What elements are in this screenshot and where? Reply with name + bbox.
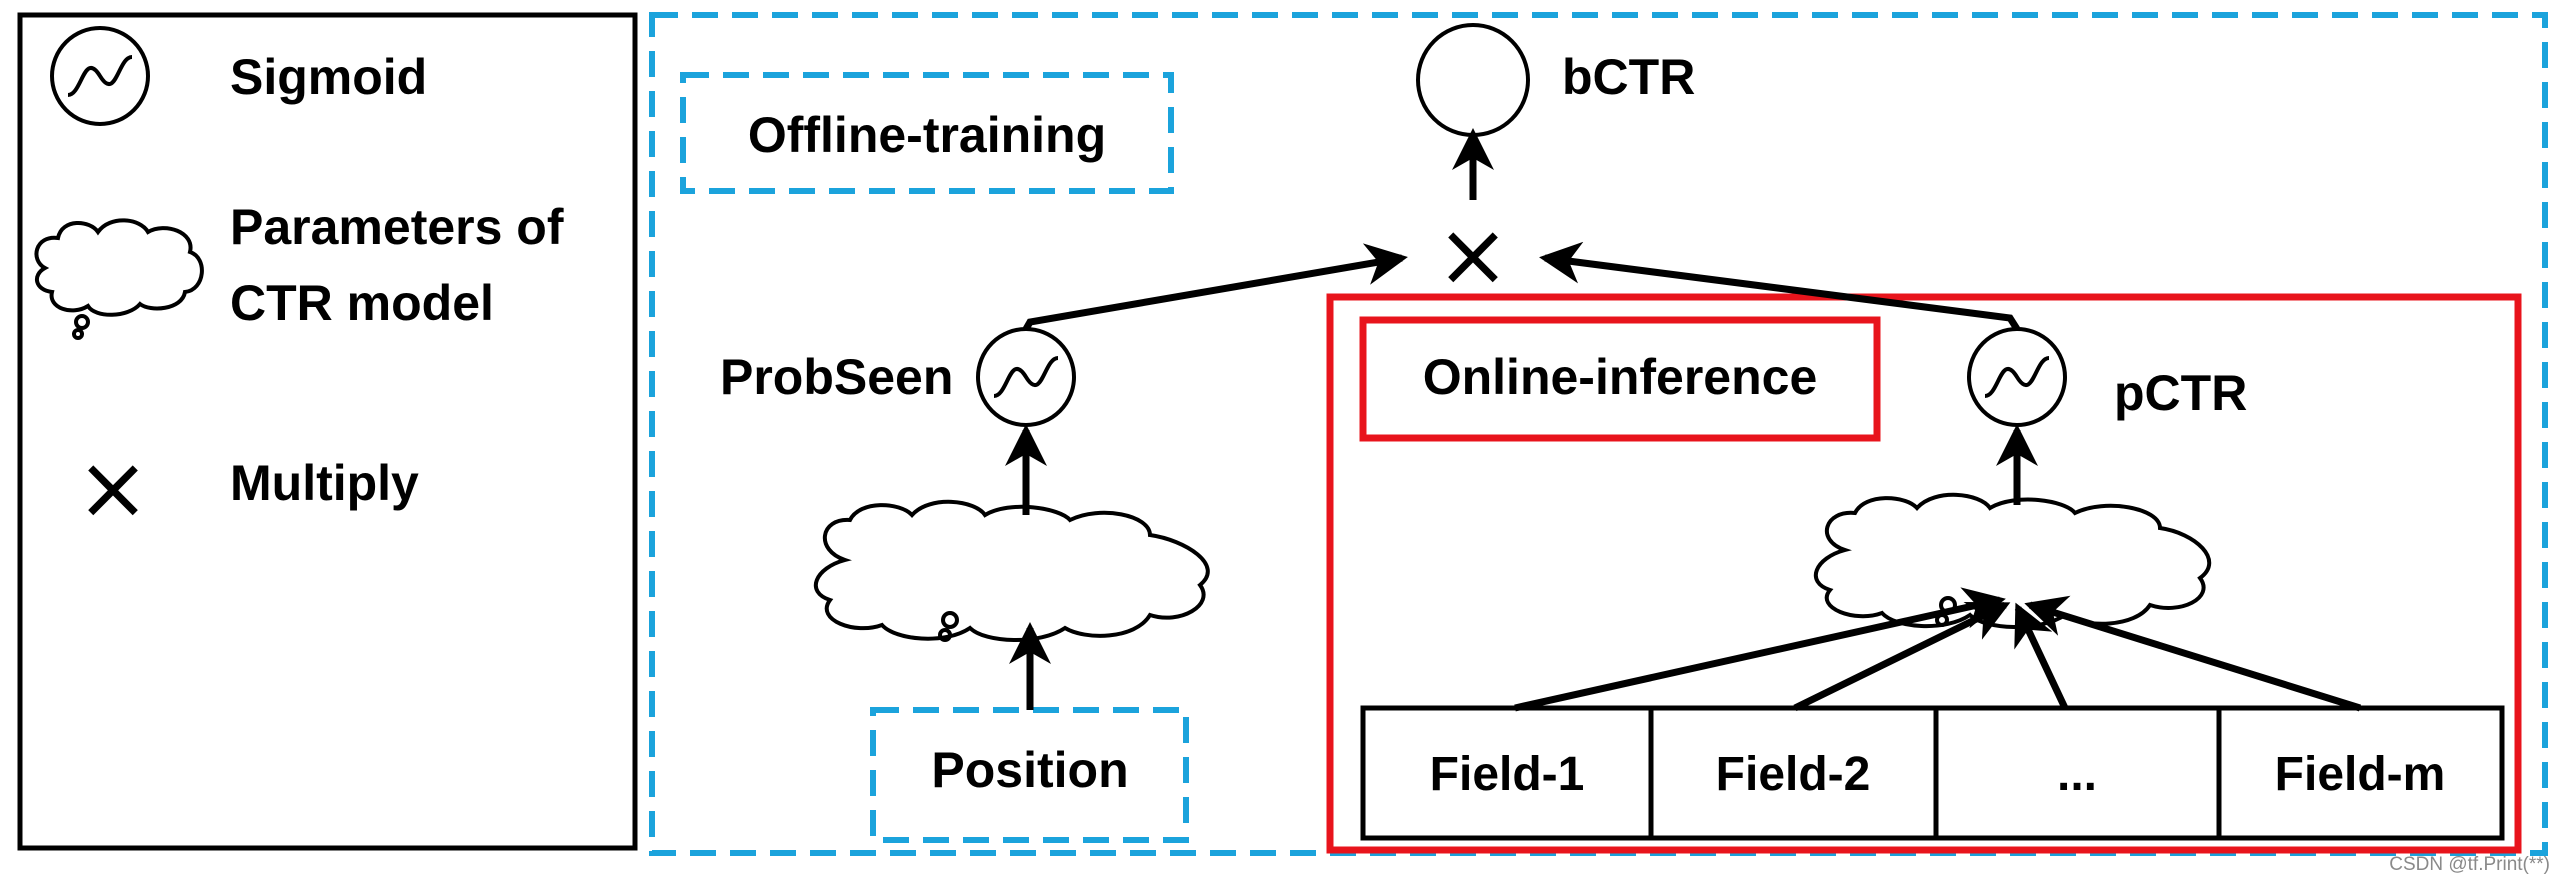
position-label: Position: [931, 742, 1128, 798]
field-label: Field-m: [2275, 748, 2446, 801]
online-inference-frame: [1326, 293, 2522, 854]
bctr-circle: [1416, 23, 1530, 137]
bctr-label: bCTR: [1562, 49, 1695, 105]
legend-border: [17, 12, 638, 851]
pctr-label: pCTR: [2114, 365, 2247, 421]
legend-multiply-label: Multiply: [230, 455, 419, 511]
position-box: Position: [870, 707, 1189, 843]
online-inference-box: Online-inference: [1359, 316, 1881, 442]
arrow-field2-to-cloud: [1793, 601, 2011, 712]
field-label: ...: [2057, 748, 2097, 801]
bctr-node: bCTR: [1416, 23, 1695, 137]
probseen-label: ProbSeen: [720, 349, 953, 405]
legend-panel: Sigmoid Parameters of CTR model × Multip…: [17, 12, 638, 851]
cloud-icon: [34, 218, 204, 340]
probseen-cloud-icon: [813, 499, 1210, 642]
watermark: CSDN @tf.Print(**): [2389, 854, 2550, 875]
offline-training-box-border: [680, 72, 1174, 194]
sigmoid-icon: [50, 26, 150, 126]
arrow-fieldm-to-cloud: [2024, 595, 2362, 712]
fields-row: Field-1 Field-2 ... Field-m: [1360, 705, 2505, 841]
legend-sigmoid-label: Sigmoid: [230, 49, 427, 105]
legend-params-label-line2: CTR model: [230, 275, 494, 331]
probseen-sigmoid-curve: [993, 356, 1059, 398]
field-label: Field-2: [1716, 748, 1871, 801]
field-cell: [2216, 705, 2505, 841]
offline-training-label: Offline-training: [748, 107, 1106, 163]
multiply-node: ×: [1436, 203, 1510, 306]
pctr-cloud-icon: [1813, 492, 2212, 629]
position-box-border: [870, 707, 1189, 843]
field-label: Field-1: [1430, 748, 1585, 801]
arrow-pctr-to-multiply: [1539, 241, 2020, 331]
offline-training-frame: [649, 12, 2548, 856]
online-inference-box-border: [1359, 316, 1881, 442]
offline-training-box: Offline-training: [680, 72, 1174, 194]
online-inference-label: Online-inference: [1423, 349, 1818, 405]
probseen-node: ProbSeen: [720, 327, 1076, 427]
arrow-field1-to-cloud: [1514, 587, 2006, 712]
arrow-probseen-to-multiply: [1022, 243, 1408, 331]
pctr-node: pCTR: [1967, 327, 2247, 427]
multiply-icon: ×: [76, 436, 150, 539]
pctr-sigmoid-curve: [1984, 356, 2050, 398]
legend-params-label-line1: Parameters of: [230, 199, 564, 255]
